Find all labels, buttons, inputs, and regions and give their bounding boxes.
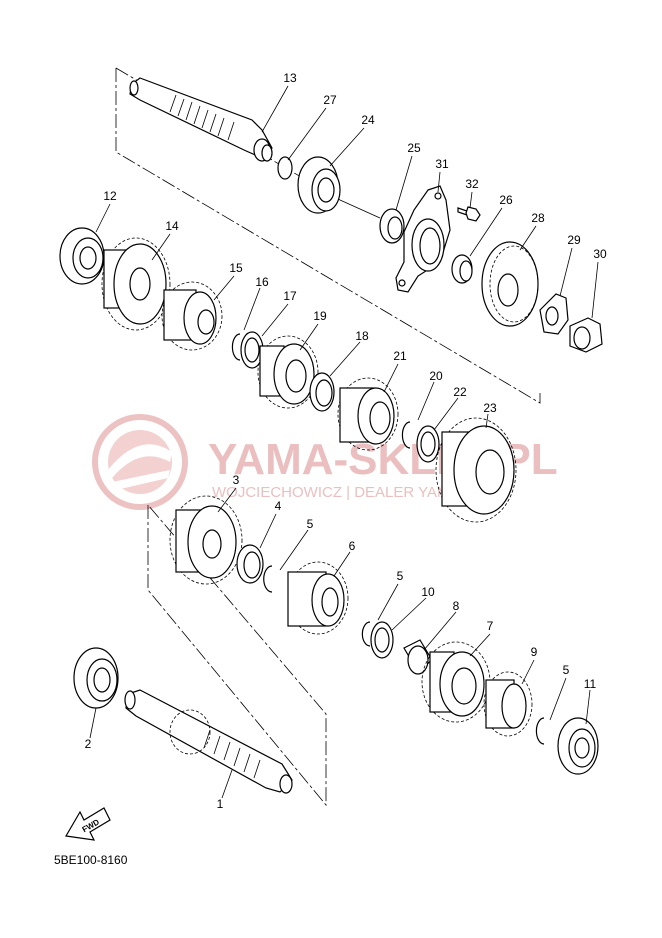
lock-washer-29 [539,293,569,335]
label-26: 26 [499,193,513,207]
oil-seal-25 [379,208,405,244]
gear-19 [257,335,319,409]
collar-26 [451,254,473,284]
label-16: 16 [255,275,269,289]
label-5a: 5 [307,517,314,531]
watermark-logo-icon [92,414,188,510]
gear-23 [435,417,517,523]
washer-4 [236,544,264,584]
label-23: 23 [483,401,497,415]
nut-30 [569,317,603,353]
label-10: 10 [421,585,435,599]
bearing-12 [59,227,105,285]
label-18: 18 [355,329,369,343]
diagram-code: 5BE100-8160 [54,853,128,867]
gear-21 [337,377,399,451]
retainer-plate-31 [395,185,451,293]
label-12: 12 [103,189,117,203]
label-3: 3 [233,473,240,487]
bearing-2 [73,647,119,709]
watermark-subtitle: WOJCIECHOWICZ | DEALER YAMAHA [212,484,480,501]
label-1: 1 [217,797,224,811]
gear-6 [287,561,349,635]
washer-18 [309,372,335,412]
gear-9 [483,671,533,737]
label-13: 13 [283,71,297,85]
drive-axle-shaft [124,689,293,794]
label-5b: 5 [397,569,404,583]
washer-17 [240,331,264,369]
label-31: 31 [435,157,449,171]
label-28: 28 [531,211,545,225]
circlip-5a [263,565,273,593]
circlip-5c [535,717,545,745]
circlip-5b [361,621,371,647]
label-2: 2 [85,737,92,751]
gear-3 [169,495,243,585]
circlip-16 [231,333,241,361]
gear-14 [101,237,171,331]
label-24: 24 [361,113,375,127]
label-19: 19 [313,309,327,323]
circlip-27 [277,156,293,180]
gear-7 [421,641,491,723]
main-axle-shaft [129,77,273,162]
label-6: 6 [349,539,356,553]
label-30: 30 [593,247,607,261]
gear-15 [161,281,223,351]
label-21: 21 [393,349,407,363]
frame-lower [147,504,327,807]
label-7: 7 [487,619,494,633]
label-4: 4 [275,499,282,513]
label-22: 22 [453,385,467,399]
label-20: 20 [429,369,443,383]
needle-bearing-8 [403,639,433,675]
bearing-11 [557,717,599,775]
label-9: 9 [531,645,538,659]
label-8: 8 [453,599,460,613]
label-27: 27 [323,93,337,107]
label-32: 32 [465,177,479,191]
drive-sprocket-28 [481,241,539,327]
label-29: 29 [567,233,581,247]
fwd-arrow-icon: FWD [65,807,111,841]
label-15: 15 [229,261,243,275]
label-25: 25 [407,141,421,155]
washer-22 [416,425,440,463]
leader-lines [89,85,599,799]
label-5c: 5 [563,663,570,677]
part-labels: 13 27 24 25 31 32 26 28 29 30 12 14 15 1… [85,71,607,811]
label-17: 17 [283,289,297,303]
label-14: 14 [165,219,179,233]
circlip-20 [401,421,411,449]
label-11: 11 [584,677,597,691]
bearing-24 [297,156,341,214]
bolt-32 [457,206,481,222]
washer-10 [370,621,394,659]
